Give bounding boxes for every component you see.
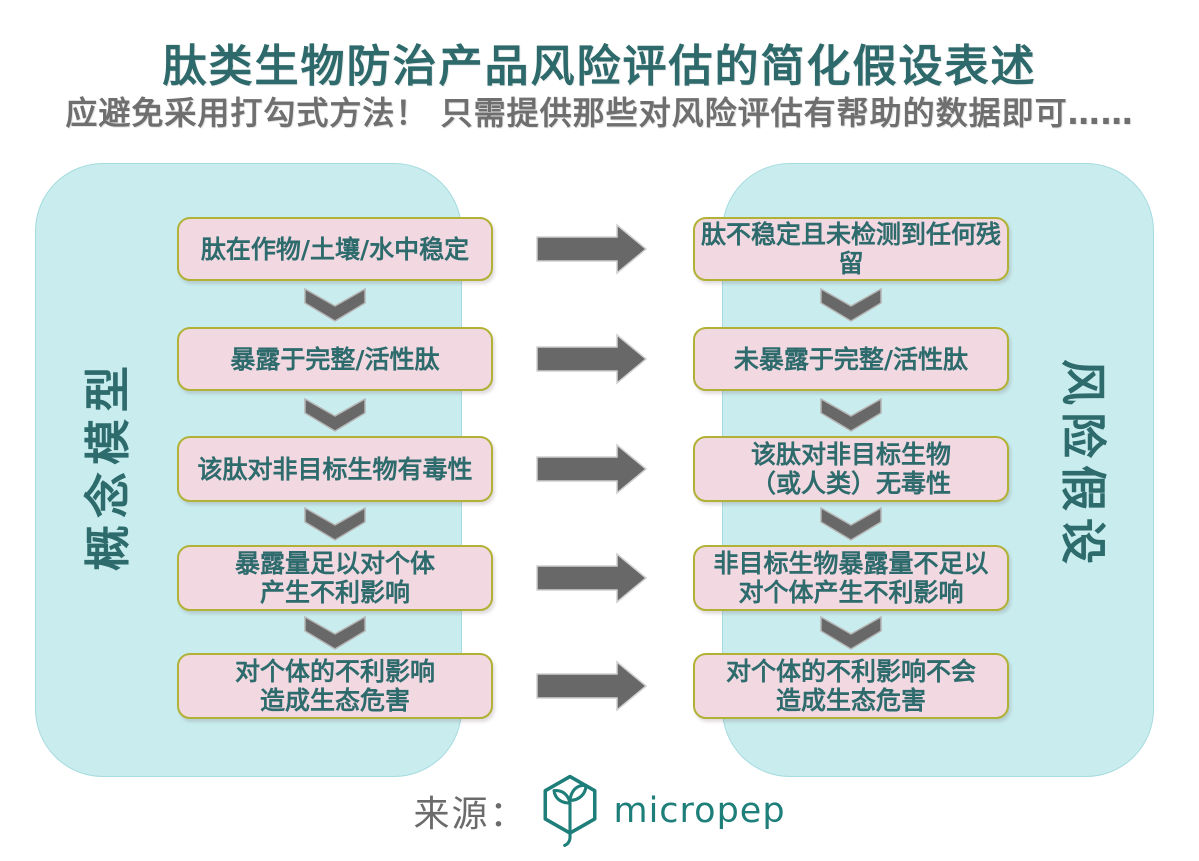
micropep-logo-icon: [543, 774, 597, 848]
right-box-2: 未暴露于完整/活性肽: [693, 327, 1009, 391]
right-box-5: 对个体的不利影响不会 造成生态危害: [693, 653, 1009, 719]
right-arrow-icon: [536, 333, 648, 385]
chevron-down-icon: [304, 615, 366, 650]
chevron-down-icon: [304, 397, 366, 432]
chevron-down-icon: [820, 615, 882, 650]
right-panel-label: 风险假设: [1056, 359, 1110, 571]
page-subtitle: 应避免采用打勾式方法！ 只需提供那些对风险评估有帮助的数据即可……: [65, 94, 1134, 132]
chevron-down-icon: [304, 287, 366, 322]
chevron-down-icon: [820, 397, 882, 432]
left-box-3: 该肽对非目标生物有毒性: [177, 436, 493, 502]
page-title: 肽类生物防治产品风险评估的简化假设表述: [162, 41, 1037, 92]
right-box-3: 该肽对非目标生物 （或人类）无毒性: [693, 436, 1009, 502]
left-box-5: 对个体的不利影响 造成生态危害: [177, 653, 493, 719]
brand-wordmark: micropep: [613, 791, 786, 831]
right-arrow-icon: [536, 660, 648, 712]
chevron-down-icon: [820, 287, 882, 322]
left-box-2: 暴露于完整/活性肽: [177, 327, 493, 391]
chevron-down-icon: [304, 506, 366, 541]
right-arrow-icon: [536, 223, 648, 275]
right-arrow-icon: [536, 443, 648, 495]
chevron-down-icon: [820, 506, 882, 541]
source-label: 来源：: [413, 794, 528, 835]
right-box-1: 肽不稳定且未检测到任何残留: [693, 217, 1009, 281]
source-row: 来源： micropep: [0, 768, 1199, 854]
left-box-4: 暴露量足以对个体 产生不利影响: [177, 545, 493, 611]
left-panel-label: 概念模型: [81, 359, 135, 571]
right-arrow-icon: [536, 552, 648, 604]
right-box-4: 非目标生物暴露量不足以 对个体产生不利影响: [693, 545, 1009, 611]
left-box-1: 肽在作物/土壤/水中稳定: [177, 217, 493, 281]
